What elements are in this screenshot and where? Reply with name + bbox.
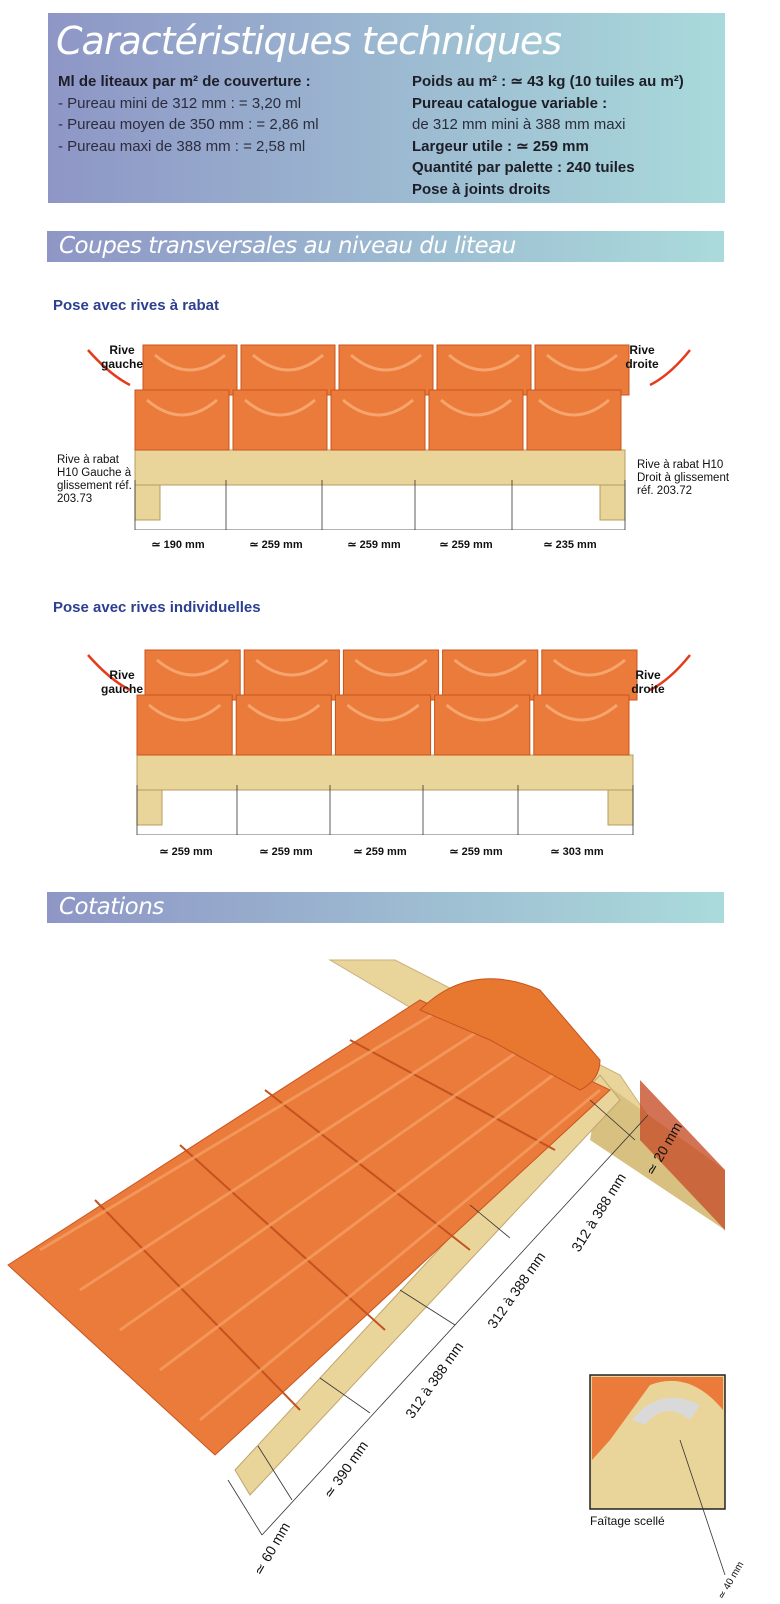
roof-3d-illustration: [7, 959, 726, 1575]
batten-heading: Ml de liteaux par m² de couverture :: [58, 73, 311, 90]
dimension-label: ≃ 235 mm: [543, 539, 597, 551]
spec-line: Pureau catalogue variable :: [412, 94, 608, 112]
tile-curve: [346, 703, 420, 722]
tile-curve: [146, 398, 218, 417]
tile-curve: [445, 703, 519, 722]
spec-line: Largeur utile : ≃ 259 mm: [412, 137, 589, 155]
rive-left-label: Rive gauche: [100, 343, 143, 371]
rive-right-label: Rive droite: [631, 668, 665, 696]
batten: [136, 754, 634, 791]
tile: [533, 694, 630, 756]
rafter: [134, 484, 161, 521]
dimension-label: ≃ 259 mm: [439, 539, 493, 551]
rive-left-label: Rive gauche: [100, 668, 143, 696]
arrow-left-icon: [87, 349, 131, 387]
dimension-label: ≃ 259 mm: [249, 539, 303, 551]
section-banner-cotations: Cotations: [47, 892, 724, 923]
dimension-label: ≃ 259 mm: [449, 846, 503, 858]
rive-right-note: Rive à rabat H10 Droit à glissement réf.…: [637, 459, 730, 497]
tile-curve: [244, 398, 316, 417]
section-title: Coupes transversales au niveau du liteau: [59, 233, 516, 259]
spec-line: - Pureau mini de 312 mm : = 3,20 ml: [58, 94, 302, 112]
arrow-right-icon: [649, 349, 691, 387]
spec-line: de 312 mm mini à 388 mm maxi: [412, 116, 626, 133]
section-title: Cotations: [59, 894, 164, 920]
arrow-right-icon: [649, 654, 691, 692]
diagram-title: Pose avec rives individuelles: [53, 599, 261, 616]
tile-curve: [148, 703, 222, 722]
tile-curve: [538, 398, 610, 417]
panel-title: Caractéristiques techniques: [56, 19, 562, 63]
tile-curve: [252, 353, 324, 372]
batten-column: Ml de liteaux par m² de couverture : - P…: [58, 71, 319, 157]
rafter: [136, 789, 163, 826]
spec-line: - Pureau moyen de 350 mm : = 2,86 ml: [58, 116, 319, 133]
dimension-label: ≃ 190 mm: [151, 539, 205, 551]
rafter: [599, 484, 626, 521]
spec-line: - Pureau maxi de 388 mm : = 2,58 ml: [58, 137, 306, 155]
specs-column: Poids au m² : ≃ 43 kg (10 tuiles au m²) …: [412, 71, 684, 200]
tile-curve: [354, 658, 428, 677]
tile-curve: [154, 353, 226, 372]
tile: [428, 389, 524, 451]
tile: [134, 389, 230, 451]
tile-curve: [544, 703, 618, 722]
arrow-left-icon: [87, 654, 131, 692]
tile-curve: [350, 353, 422, 372]
diagram-title: Pose avec rives à rabat: [53, 297, 219, 314]
dimension-label: ≃ 259 mm: [353, 846, 407, 858]
tile-curve: [552, 658, 626, 677]
tile-curve: [156, 658, 230, 677]
tile-curve: [453, 658, 527, 677]
tile-curve: [255, 658, 329, 677]
dimension-label: ≃ 259 mm: [347, 539, 401, 551]
tile: [232, 389, 328, 451]
tile-curve: [546, 353, 618, 372]
tile-curve: [342, 398, 414, 417]
tile-curve: [247, 703, 321, 722]
tile-curve: [448, 353, 520, 372]
dimension-label: ≃ 259 mm: [259, 846, 313, 858]
spec-line: Quantité par palette : 240 tuiles: [412, 159, 635, 176]
technical-characteristics-panel: Caractéristiques techniques Ml de liteau…: [48, 13, 725, 203]
tile: [434, 694, 531, 756]
spec-line: Pose à joints droits: [412, 180, 551, 198]
dimension-label: ≃ 303 mm: [550, 846, 604, 858]
tile-curve: [440, 398, 512, 417]
cross-section-diagram-rabat: [87, 344, 691, 530]
section-banner-coupes: Coupes transversales au niveau du liteau: [47, 231, 724, 262]
cross-section-diagram-individuelles: [87, 649, 691, 835]
rafter: [607, 789, 634, 826]
tile: [334, 694, 432, 756]
inset-caption: Faîtage scellé: [590, 1514, 665, 1528]
rive-right-label: Rive droite: [625, 343, 659, 371]
tile: [136, 694, 233, 756]
rive-left-note: Rive à rabat H10 Gauche à glissement réf…: [57, 454, 132, 505]
tile: [330, 389, 426, 451]
batten: [134, 449, 626, 486]
dimension-label: ≃ 259 mm: [159, 846, 213, 858]
tile: [526, 389, 622, 451]
tile: [235, 694, 332, 756]
spec-line: Poids au m² : ≃ 43 kg (10 tuiles au m²): [412, 73, 684, 90]
